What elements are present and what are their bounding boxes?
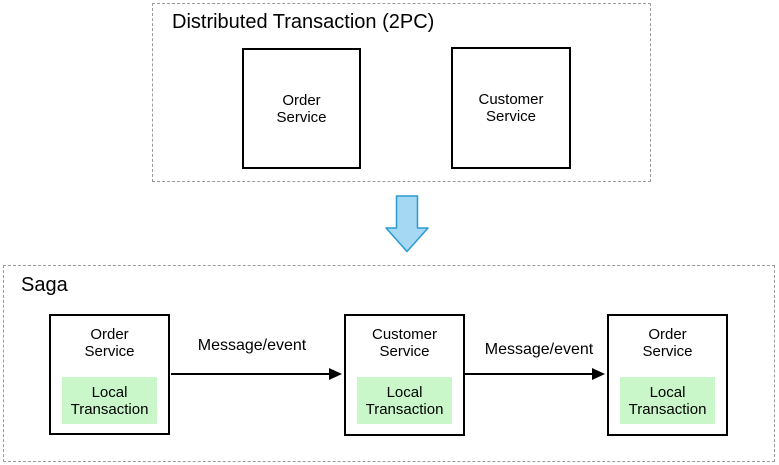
node-customer-service-2pc: Customer Service: [451, 47, 571, 169]
message-arrowhead-icon-2: [592, 368, 605, 380]
node-customer-service-saga: Customer Service Local Transaction: [344, 314, 465, 436]
group-distributed-transaction-2pc: Distributed Transaction (2PC) Order Serv…: [152, 3, 651, 182]
node-label-order-service: Order Service: [84, 326, 135, 360]
node-label-order-service: Order Service: [276, 91, 327, 126]
group-saga: Saga Order Service Local Transaction Mes…: [3, 265, 775, 462]
message-arrowhead-icon-1: [329, 368, 342, 380]
node-label-customer-service: Customer Service: [478, 91, 544, 125]
message-event-label-1: Message/event: [197, 337, 307, 354]
local-transaction-badge: Local Transaction: [357, 377, 452, 424]
node-order-service-saga-1: Order Service Local Transaction: [49, 314, 170, 435]
node-label-customer-service: Customer Service: [371, 326, 438, 360]
message-arrow-line-2: [465, 373, 594, 375]
group-title-2pc: Distributed Transaction (2PC): [172, 11, 435, 33]
node-order-service-saga-2: Order Service Local Transaction: [607, 314, 728, 436]
message-arrow-line-1: [171, 373, 333, 375]
group-title-saga: Saga: [21, 274, 68, 296]
down-arrow-icon: [385, 195, 429, 253]
message-event-label-2: Message/event: [484, 341, 594, 358]
node-order-service-2pc: Order Service: [242, 48, 361, 169]
node-label-order-service: Order Service: [642, 326, 693, 360]
down-arrow-shape: [385, 195, 429, 253]
local-transaction-badge: Local Transaction: [620, 377, 715, 424]
local-transaction-badge: Local Transaction: [62, 377, 157, 424]
